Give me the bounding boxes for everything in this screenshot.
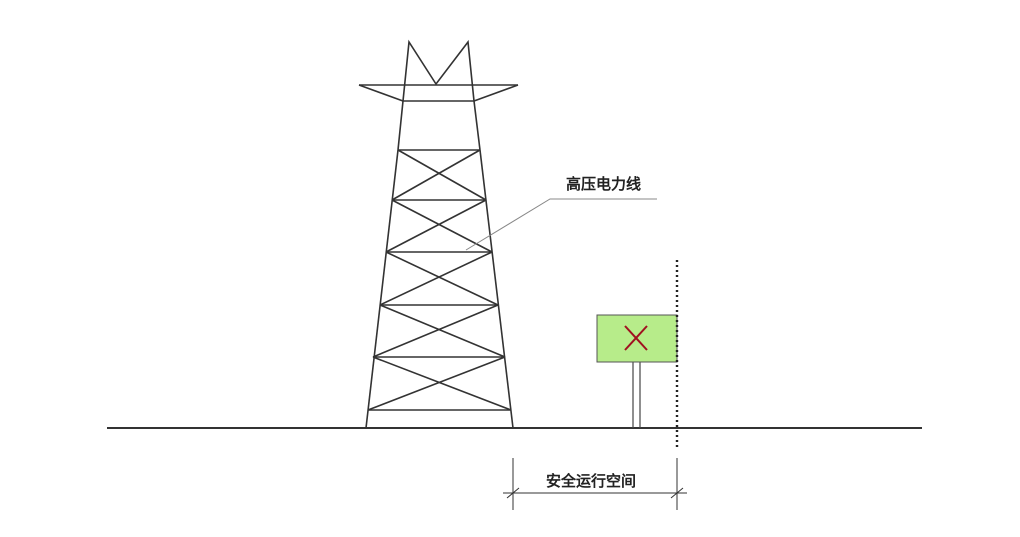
sign-post	[632, 362, 641, 428]
dimension-tick-right	[670, 487, 684, 499]
tower-top-peaks	[402, 39, 475, 102]
power-line-leader	[465, 198, 657, 251]
transmission-tower	[358, 39, 519, 429]
safe-space-dimension	[503, 458, 687, 510]
dimension-tick-left	[506, 487, 520, 499]
tower-left-leg	[365, 149, 399, 429]
power-line-label: 高压电力线	[566, 175, 641, 193]
safe-space-label: 安全运行空间	[546, 472, 636, 490]
cross-mark-icon	[624, 325, 648, 351]
tower-right-leg	[479, 149, 514, 429]
